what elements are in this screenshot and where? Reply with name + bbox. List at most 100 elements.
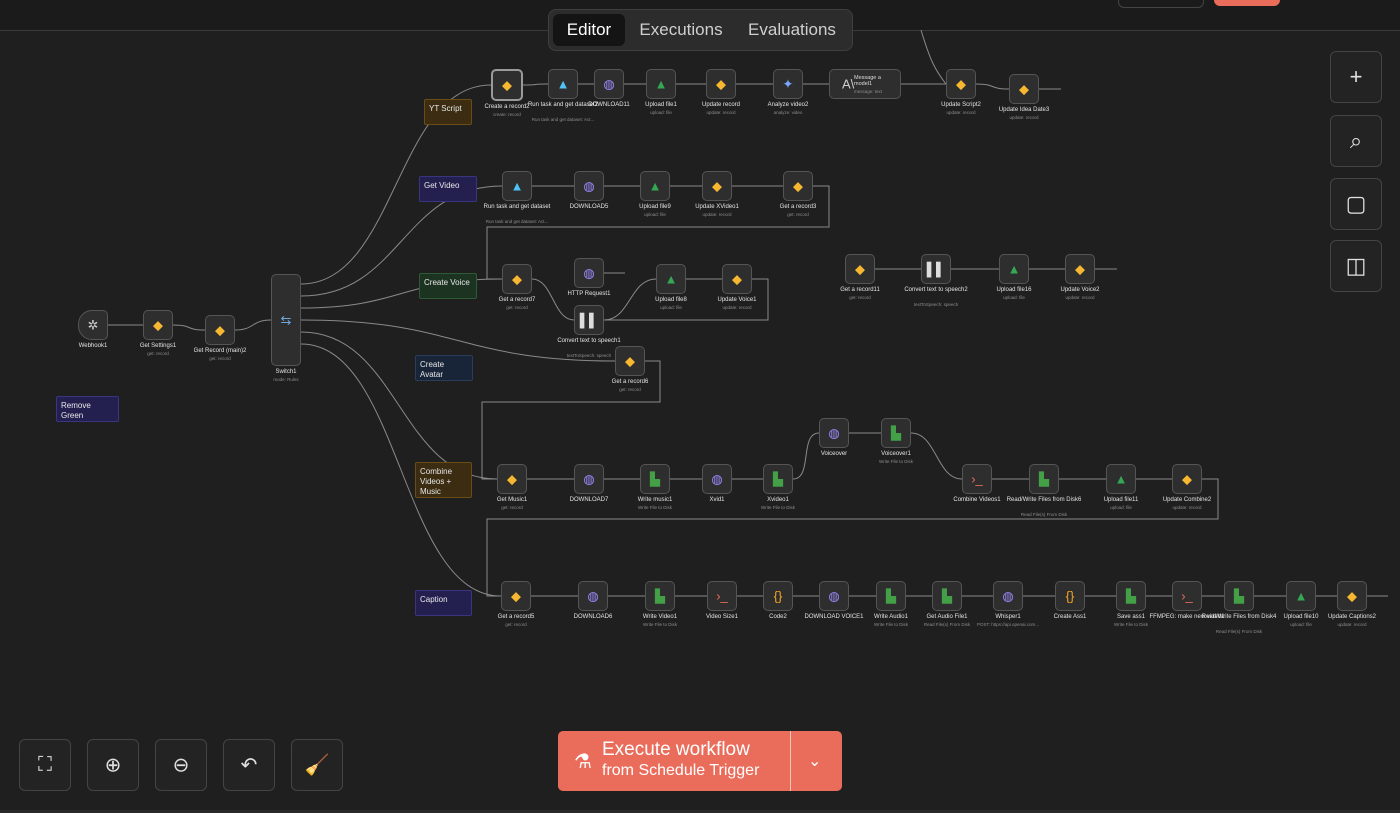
zoom-out-button[interactable]: ⊖ xyxy=(155,739,207,791)
node-gr11[interactable]: ◆ xyxy=(845,254,875,284)
fit-view-button[interactable]: ⛶ xyxy=(19,739,71,791)
node-dl7[interactable]: ◍ xyxy=(574,464,604,494)
node-urec[interactable]: ◆ xyxy=(706,69,736,99)
sticky-note-voice[interactable]: Create Voice xyxy=(419,273,477,299)
google-drive-icon: ▲ xyxy=(1114,471,1128,487)
node-recmain[interactable]: ◆ xyxy=(205,315,235,345)
node-gr7[interactable]: ◆ xyxy=(502,264,532,294)
execute-workflow-button[interactable]: ⚗ Execute workflow from Schedule Trigger… xyxy=(558,731,842,791)
node-code2[interactable]: {} xyxy=(763,581,793,611)
search-nodes-button[interactable]: ⌕ xyxy=(1330,115,1382,167)
node-uf10[interactable]: ▲ xyxy=(1286,581,1316,611)
connection-line[interactable] xyxy=(975,83,1010,90)
tab-evaluations[interactable]: Evaluations xyxy=(748,20,836,39)
tab-executions[interactable]: Executions xyxy=(639,20,723,39)
node-dl6[interactable]: ◍ xyxy=(578,581,608,611)
node-uf8[interactable]: ▲ xyxy=(656,264,686,294)
node-uv1[interactable]: ◆ xyxy=(722,264,752,294)
terminal-icon: ›_ xyxy=(971,471,983,487)
node-cv1[interactable]: ›_ xyxy=(962,464,992,494)
node-rtg2[interactable]: ▲ xyxy=(548,69,578,99)
node-wh1[interactable]: ◍ xyxy=(993,581,1023,611)
node-tts1[interactable]: ▌▌ xyxy=(574,305,604,335)
search-icon: ⌕ xyxy=(1349,128,1363,153)
connection-line[interactable] xyxy=(522,83,549,86)
add-node-button[interactable]: + xyxy=(1330,51,1382,103)
node-ca1[interactable]: {} xyxy=(1055,581,1085,611)
node-uf11[interactable]: ▲ xyxy=(1106,464,1136,494)
sticky-note-video[interactable]: Get Video xyxy=(419,176,477,202)
undo-button[interactable]: ↶ xyxy=(223,739,275,791)
node-vo[interactable]: ◍ xyxy=(819,418,849,448)
node-webhook[interactable]: ✲ xyxy=(78,310,108,340)
tidy-up-button[interactable]: 🧹 xyxy=(291,739,343,791)
connection-line[interactable] xyxy=(920,29,947,85)
connection-line[interactable] xyxy=(910,432,963,480)
node-http1[interactable]: ◍ xyxy=(574,258,604,288)
node-uv2[interactable]: ◆ xyxy=(1065,254,1095,284)
connection-line[interactable] xyxy=(300,84,492,285)
connection-line[interactable] xyxy=(792,432,820,480)
node-settings[interactable]: ◆ xyxy=(143,310,173,340)
sticky-note-green[interactable]: Remove Green xyxy=(56,396,119,422)
chevron-down-icon[interactable]: ⌄ xyxy=(808,753,822,770)
sticky-note-avatar[interactable]: Create Avatar xyxy=(415,355,473,381)
node-switch[interactable]: ⇆ xyxy=(271,274,301,366)
node-ff1[interactable]: ›_ xyxy=(1172,581,1202,611)
connection-line[interactable] xyxy=(486,478,1219,597)
node-gr5[interactable]: ◆ xyxy=(501,581,531,611)
connection-line[interactable] xyxy=(486,185,830,280)
node-wv1[interactable]: ▙ xyxy=(645,581,675,611)
node-label: Get Audio File1 xyxy=(926,614,968,620)
node-rwf6[interactable]: ▙ xyxy=(1029,464,1059,494)
node-tts2[interactable]: ▌▌ xyxy=(921,254,951,284)
node-rwf4[interactable]: ▙ xyxy=(1224,581,1254,611)
node-uid3[interactable]: ◆ xyxy=(1009,74,1039,104)
node-wm1[interactable]: ▙ xyxy=(640,464,670,494)
node-dlv1[interactable]: ◍ xyxy=(819,581,849,611)
node-uf1[interactable]: ▲ xyxy=(646,69,676,99)
node-cr2[interactable]: ◆ xyxy=(491,69,523,101)
toggle-panel-button[interactable]: ◫ xyxy=(1330,240,1382,292)
node-uxv1[interactable]: ◆ xyxy=(702,171,732,201)
connection-line[interactable] xyxy=(300,319,616,362)
node-label: Update XVideo1 xyxy=(695,204,739,210)
connection-line[interactable] xyxy=(234,319,272,331)
node-xvid1[interactable]: ◍ xyxy=(702,464,732,494)
node-av2[interactable]: ✦ xyxy=(773,69,803,99)
zoom-in-button[interactable]: ⊕ xyxy=(87,739,139,791)
node-uc2[interactable]: ◆ xyxy=(1172,464,1202,494)
node-wa1[interactable]: ▙ xyxy=(876,581,906,611)
node-vo1[interactable]: ▙ xyxy=(881,418,911,448)
node-rtg1[interactable]: ▲ xyxy=(502,171,532,201)
node-dl11[interactable]: ◍ xyxy=(594,69,624,99)
add-sticky-button[interactable]: ▢ xyxy=(1330,178,1382,230)
sticky-note-yt[interactable]: YT Script xyxy=(424,99,472,125)
node-label: Upload file8 xyxy=(655,297,687,303)
tab-editor[interactable]: Editor xyxy=(553,14,625,46)
node-xv1[interactable]: ▙ xyxy=(763,464,793,494)
node-vs1[interactable]: ›_ xyxy=(707,581,737,611)
sticky-note-caption[interactable]: Caption xyxy=(415,590,472,616)
node-ucap2[interactable]: ◆ xyxy=(1337,581,1367,611)
connection-line[interactable] xyxy=(300,343,502,597)
node-gm1[interactable]: ◆ xyxy=(497,464,527,494)
node-gaf1[interactable]: ▙ xyxy=(932,581,962,611)
node-uf9[interactable]: ▲ xyxy=(640,171,670,201)
header-accent-button-partial[interactable] xyxy=(1214,0,1280,6)
connection-line[interactable] xyxy=(481,360,661,480)
sticky-note-combine[interactable]: Combine Videos + Music xyxy=(415,462,472,498)
node-us2[interactable]: ◆ xyxy=(946,69,976,99)
connection-line[interactable] xyxy=(531,278,575,321)
node-gr3[interactable]: ◆ xyxy=(783,171,813,201)
connection-line[interactable] xyxy=(603,278,657,321)
connection-line[interactable] xyxy=(604,278,769,321)
connection-line[interactable] xyxy=(172,324,206,331)
node-sa1[interactable]: ▙ xyxy=(1116,581,1146,611)
node-dl5[interactable]: ◍ xyxy=(574,171,604,201)
node-uf16[interactable]: ▲ xyxy=(999,254,1029,284)
header-button-partial[interactable] xyxy=(1118,0,1204,8)
node-gr6[interactable]: ◆ xyxy=(615,346,645,376)
